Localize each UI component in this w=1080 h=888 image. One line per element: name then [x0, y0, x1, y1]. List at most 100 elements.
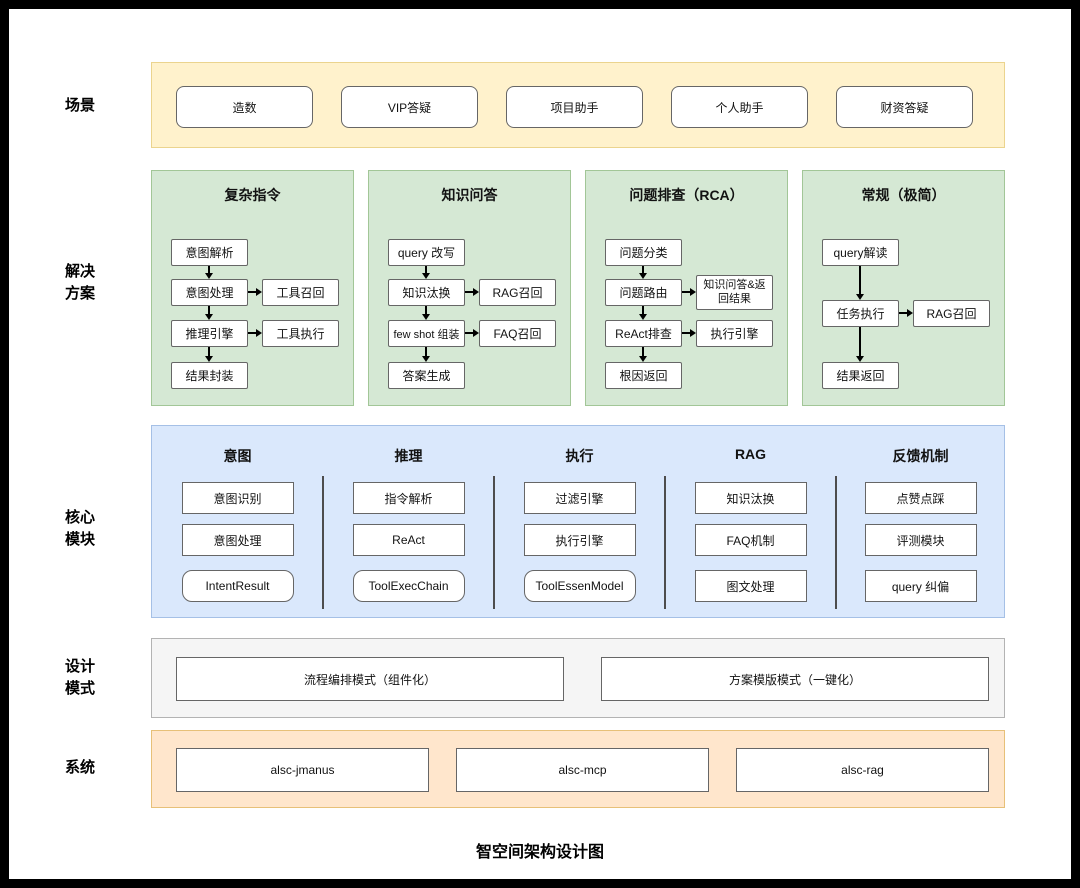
panel-title: 知识问答	[441, 187, 498, 203]
arrow-down-icon	[642, 266, 644, 273]
arrow-down-icon	[208, 306, 210, 314]
scenes-band: 造数 VIP答疑 项目助手 个人助手 财资答疑	[151, 62, 1005, 148]
scene-box-personal: 个人助手	[671, 86, 808, 128]
column-divider	[835, 476, 837, 609]
arrow-down-icon	[208, 266, 210, 273]
arrow-right-icon	[465, 291, 473, 293]
core-modules-band: 意图 意图识别 意图处理 IntentResult 推理 指令解析 ReAct …	[151, 425, 1005, 618]
row-label-line: 模式	[64, 680, 95, 697]
column-divider	[322, 476, 324, 609]
flow-side-step: 工具执行	[262, 320, 339, 347]
row-label-line: 模块	[64, 531, 95, 548]
module-box: query 纠偏	[864, 570, 977, 602]
row-label-solutions: 解决 方案	[38, 261, 122, 305]
row-label-line: 方案	[64, 285, 95, 302]
flow-step: ReAct排查	[605, 320, 682, 347]
scene-box-zaoshu: 造数	[176, 86, 313, 128]
arrow-down-icon	[859, 327, 861, 356]
module-box: 意图识别	[181, 482, 294, 514]
flow-step: 意图解析	[171, 239, 248, 266]
module-box: 指令解析	[352, 482, 465, 514]
flow-step: 任务执行	[822, 300, 899, 327]
diagram-title: 智空间架构设计图	[475, 844, 604, 861]
flow-step: 结果封装	[171, 362, 248, 389]
system-box-alsc-mcp: alsc-mcp	[456, 748, 709, 792]
module-box: 评测模块	[864, 524, 977, 556]
flow-step: 知识汰换	[388, 279, 465, 306]
solution-panel-complex-instruction: 复杂指令 意图解析 意图处理 工具召回 推理引擎 工具执行 结果封装	[151, 170, 354, 406]
row-label-systems: 系统	[64, 759, 95, 776]
flow-step: few shot 组装	[388, 320, 465, 347]
flow-step: 推理引擎	[171, 320, 248, 347]
flow-step: 答案生成	[388, 362, 465, 389]
design-patterns-band: 流程编排模式（组件化） 方案模版模式（一键化）	[151, 638, 1005, 718]
module-column-header: 执行	[565, 448, 594, 464]
scene-box-project: 项目助手	[506, 86, 643, 128]
flow-side-step: RAG召回	[913, 300, 990, 327]
module-column-rag: RAG 知识汰换 FAQ机制 图文处理	[665, 426, 836, 617]
module-column-feedback: 反馈机制 点赞点踩 评测模块 query 纠偏	[835, 426, 1006, 617]
module-box: 过滤引擎	[523, 482, 636, 514]
solution-panel-knowledge-qa: 知识问答 query 改写 知识汰换 RAG召回 few shot 组装 FAQ…	[368, 170, 571, 406]
scene-box-treasury: 财资答疑	[836, 86, 973, 128]
module-box: IntentResult	[181, 570, 294, 602]
panel-title: 常规（极简）	[861, 187, 946, 203]
flow-side-step: 知识问答&返回结果	[696, 275, 773, 310]
arrow-right-icon	[248, 291, 256, 293]
row-label-core-modules: 核心 模块	[38, 507, 122, 551]
module-box: FAQ机制	[694, 524, 807, 556]
module-box: ToolExecChain	[352, 570, 465, 602]
systems-band: alsc-jmanus alsc-mcp alsc-rag	[151, 730, 1005, 808]
system-box-alsc-rag: alsc-rag	[736, 748, 989, 792]
solution-panel-rca: 问题排查（RCA） 问题分类 问题路由 知识问答&返回结果 ReAct排查 执行…	[585, 170, 788, 406]
arrow-down-icon	[642, 306, 644, 314]
arrow-right-icon	[899, 312, 907, 314]
module-box: ReAct	[352, 524, 465, 556]
column-divider	[493, 476, 495, 609]
arrow-down-icon	[208, 347, 210, 356]
module-column-intent: 意图 意图识别 意图处理 IntentResult	[152, 426, 323, 617]
module-column-execution: 执行 过滤引擎 执行引擎 ToolEssenModel	[494, 426, 665, 617]
row-label-line: 解决	[64, 263, 95, 280]
flow-side-step: 执行引擎	[696, 320, 773, 347]
module-box: 执行引擎	[523, 524, 636, 556]
flow-side-step: 工具召回	[262, 279, 339, 306]
system-box-alsc-jmanus: alsc-jmanus	[176, 748, 429, 792]
scene-box-vip-qa: VIP答疑	[341, 86, 478, 128]
flow-step: 问题路由	[605, 279, 682, 306]
solution-panel-minimal: 常规（极简） query解读 任务执行 RAG召回 结果返回	[802, 170, 1005, 406]
flow-step: 问题分类	[605, 239, 682, 266]
arrow-down-icon	[425, 306, 427, 314]
flow-step: 意图处理	[171, 279, 248, 306]
flow-step: 根因返回	[605, 362, 682, 389]
module-box: ToolEssenModel	[523, 570, 636, 602]
flow-side-step: FAQ召回	[479, 320, 556, 347]
module-column-header: 意图	[223, 448, 252, 464]
arrow-right-icon	[465, 332, 473, 334]
module-box: 点赞点踩	[864, 482, 977, 514]
design-pattern-box: 流程编排模式（组件化）	[176, 657, 564, 701]
module-column-reasoning: 推理 指令解析 ReAct ToolExecChain	[323, 426, 494, 617]
panel-title: 复杂指令	[224, 187, 281, 203]
arrow-down-icon	[425, 347, 427, 356]
row-label-design-patterns: 设计 模式	[38, 656, 122, 700]
arrow-right-icon	[682, 332, 690, 334]
arrow-down-icon	[642, 347, 644, 356]
module-column-header: RAG	[734, 446, 767, 462]
module-box: 图文处理	[694, 570, 807, 602]
arrow-right-icon	[248, 332, 256, 334]
row-label-line: 核心	[64, 509, 95, 526]
flow-step: 结果返回	[822, 362, 899, 389]
flow-step: query 改写	[388, 239, 465, 266]
module-column-header: 推理	[394, 448, 423, 464]
row-label-scenes: 场景	[64, 97, 95, 114]
arrow-down-icon	[859, 266, 861, 294]
flow-step: query解读	[822, 239, 899, 266]
module-box: 意图处理	[181, 524, 294, 556]
panel-title: 问题排查（RCA）	[629, 187, 744, 203]
module-column-header: 反馈机制	[892, 448, 949, 464]
arrow-down-icon	[425, 266, 427, 273]
module-box: 知识汰换	[694, 482, 807, 514]
arrow-right-icon	[682, 291, 690, 293]
